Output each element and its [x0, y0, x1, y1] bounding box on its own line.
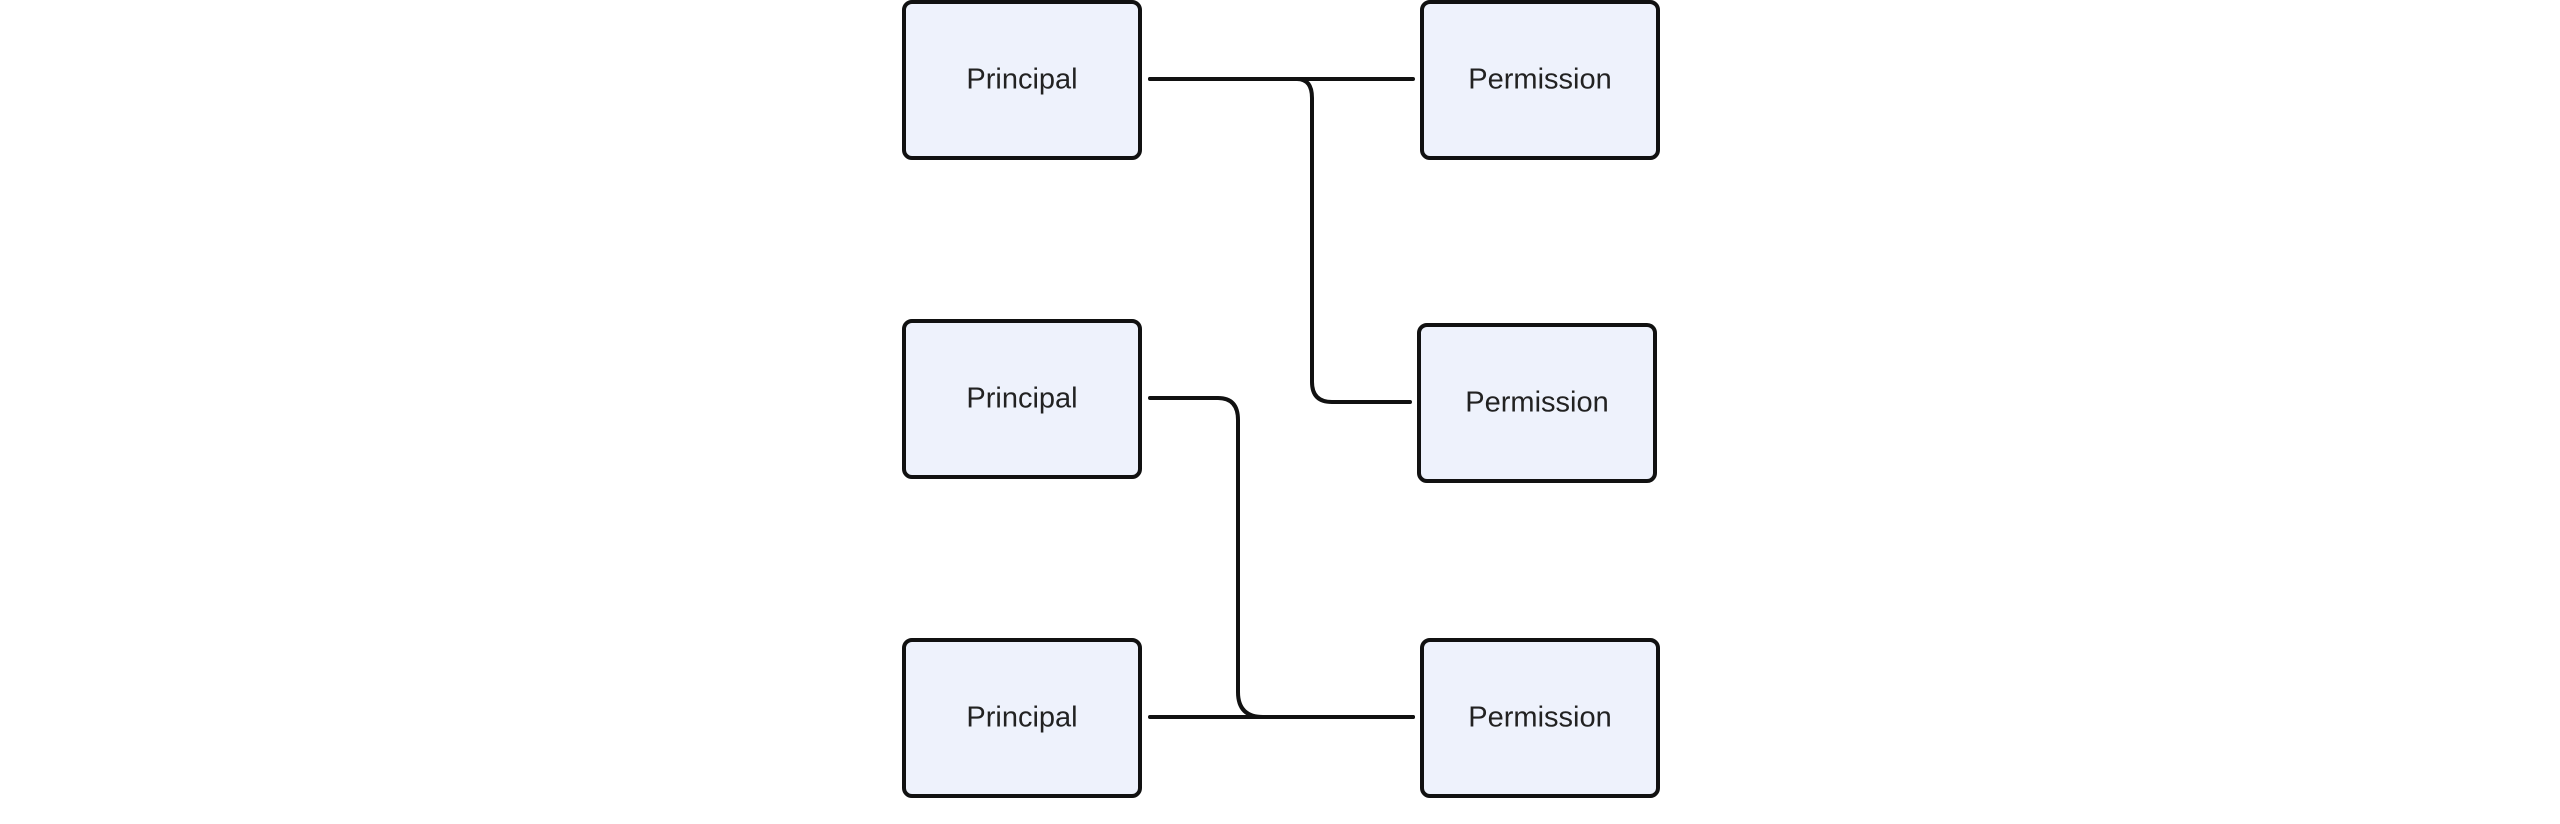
- principal-node-label: Principal: [966, 702, 1077, 734]
- permission-node-label: Permission: [1468, 64, 1611, 96]
- edge-principal-1-to-permission-2: [1148, 77, 1412, 404]
- edges: [1148, 77, 1415, 719]
- principal-node[interactable]: Principal: [902, 319, 1142, 479]
- permission-node[interactable]: Permission: [1420, 0, 1660, 160]
- permission-node-label: Permission: [1465, 387, 1608, 419]
- principal-node[interactable]: Principal: [902, 0, 1142, 160]
- principal-node-label: Principal: [966, 383, 1077, 415]
- permission-node[interactable]: Permission: [1420, 638, 1660, 798]
- principal-node[interactable]: Principal: [902, 638, 1142, 798]
- permission-node[interactable]: Permission: [1417, 323, 1657, 483]
- principal-node-label: Principal: [966, 64, 1077, 96]
- edge-principal-2-to-permission-3: [1148, 396, 1415, 719]
- permission-node-label: Permission: [1468, 702, 1611, 734]
